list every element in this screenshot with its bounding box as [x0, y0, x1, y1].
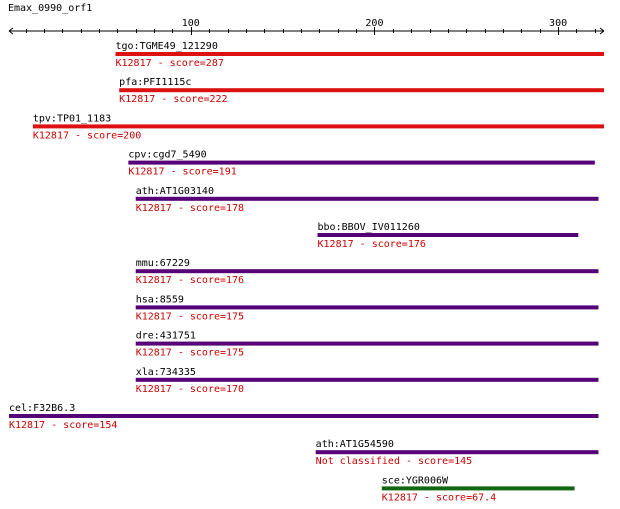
hit-alignment-bar[interactable]	[135, 196, 599, 201]
hit-alignment-bar[interactable]	[381, 486, 575, 491]
hit-score-label: K12817 - score=287	[116, 58, 224, 69]
hit-gene-link[interactable]: dre:431751	[136, 331, 196, 342]
hit-alignment-bar[interactable]	[119, 88, 605, 93]
hit-alignment-bar[interactable]	[135, 341, 599, 346]
hit-score-label: K12817 - score=67.4	[382, 492, 496, 503]
hit-score-label: K12817 - score=200	[33, 130, 141, 141]
ruler-tick-label: 200	[365, 18, 383, 29]
ruler-left-arrow	[8, 27, 14, 35]
hit-alignment-bar[interactable]	[115, 52, 605, 56]
hit-alignment-bar[interactable]	[32, 124, 604, 129]
hit-gene-link[interactable]: mmu:67229	[136, 258, 190, 269]
hit-gene-link[interactable]: hsa:8559	[136, 294, 184, 305]
hit-gene-link[interactable]: pfa:PFI1115c	[119, 77, 191, 88]
hit-gene-link[interactable]: xla:734335	[136, 367, 196, 378]
hit-alignment-bar[interactable]	[135, 269, 599, 274]
ruler-tick-label: 300	[549, 18, 567, 29]
hit-gene-link[interactable]: tpv:TP01_1183	[33, 113, 111, 124]
query-title: Emax_0990_orf1	[8, 3, 92, 14]
hit-score-label: K12817 - score=178	[136, 203, 244, 214]
hit-alignment-bar[interactable]	[9, 414, 599, 418]
hit-alignment-bar[interactable]	[128, 160, 595, 165]
hit-gene-link[interactable]: ath:AT1G03140	[136, 186, 214, 197]
hit-row[interactable]: sce:YGR006W K12817 - score=67.4	[381, 475, 575, 503]
position-ruler: 100 200 300	[8, 18, 605, 35]
hit-score-label: Not classified - score=145	[316, 456, 473, 467]
ruler-tick-label: 100	[182, 18, 200, 29]
hit-alignment-bar[interactable]	[317, 233, 579, 237]
hit-gene-link[interactable]: cpv:cgd7_5490	[128, 150, 206, 161]
hit-gene-link[interactable]: tgo:TGME49_121290	[116, 41, 218, 52]
hit-gene-link[interactable]: sce:YGR006W	[382, 475, 449, 486]
hit-score-label: K12817 - score=175	[136, 311, 244, 322]
hit-score-label: K12817 - score=154	[9, 420, 117, 431]
hit-score-label: K12817 - score=175	[136, 348, 244, 359]
ruler-right-arrow	[599, 27, 605, 35]
hit-alignment-bar[interactable]	[135, 377, 599, 382]
hit-score-label: K12817 - score=191	[128, 167, 236, 178]
hit-gene-link[interactable]: cel:F32B6.3	[9, 403, 75, 414]
hit-alignment-bar[interactable]	[315, 450, 599, 455]
hit-alignment-bar[interactable]	[135, 305, 599, 310]
hit-gene-link[interactable]: ath:AT1G54590	[316, 439, 394, 450]
hit-score-label: K12817 - score=170	[136, 384, 244, 395]
hit-score-label: K12817 - score=176	[318, 239, 426, 250]
hit-score-label: K12817 - score=222	[119, 94, 227, 105]
hit-score-label: K12817 - score=176	[136, 275, 244, 286]
hit-gene-link[interactable]: bbo:BBOV_IV011260	[318, 222, 420, 233]
